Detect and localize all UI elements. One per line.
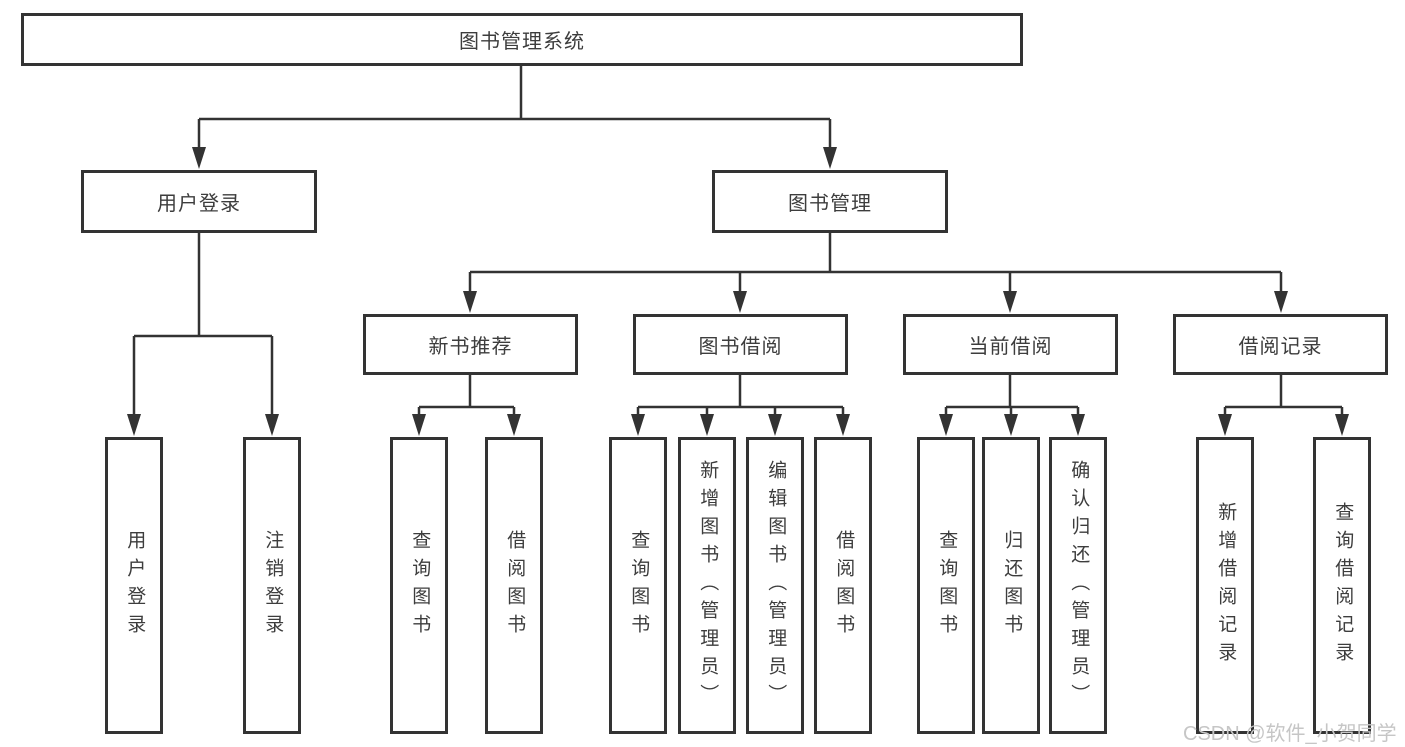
leaf-add-book-admin-label: 新增图书（管理员） <box>697 459 719 712</box>
node-book-borrow: 图书借阅 <box>633 314 848 375</box>
leaf-query-borrow-record-label: 查询借阅记录 <box>1332 501 1354 670</box>
node-book-management: 图书管理 <box>712 170 948 233</box>
leaf-newbooks-query-books-label: 查询图书 <box>409 529 431 642</box>
node-borrow-records-label: 借阅记录 <box>1238 336 1323 358</box>
watermark: CSDN @软件_小贺同学 <box>1183 717 1397 746</box>
leaf-user-login-label: 用户登录 <box>124 529 146 642</box>
leaf-add-borrow-record-label: 新增借阅记录 <box>1215 501 1237 670</box>
leaf-borrow-query-books-label: 查询图书 <box>628 529 650 642</box>
leaf-query-borrow-record: 查询借阅记录 <box>1313 437 1371 734</box>
leaf-logout-label: 注销登录 <box>262 529 284 642</box>
leaf-return-books-label: 归还图书 <box>1001 529 1023 642</box>
leaf-newbooks-borrow-books: 借阅图书 <box>485 437 543 734</box>
leaf-edit-book-admin: 编辑图书（管理员） <box>746 437 804 734</box>
leaf-borrow-query-books: 查询图书 <box>609 437 667 734</box>
leaf-current-query-books: 查询图书 <box>917 437 975 734</box>
node-current-borrow-label: 当前借阅 <box>968 336 1053 358</box>
leaf-confirm-return-admin-label: 确认归还（管理员） <box>1068 459 1090 712</box>
leaf-logout: 注销登录 <box>243 437 301 734</box>
leaf-borrow-borrow-books-label: 借阅图书 <box>833 529 855 642</box>
leaf-return-books: 归还图书 <box>982 437 1040 734</box>
leaf-user-login: 用户登录 <box>105 437 163 734</box>
leaf-confirm-return-admin: 确认归还（管理员） <box>1049 437 1107 734</box>
node-root-system-label: 图书管理系统 <box>459 31 585 53</box>
node-new-book-recommend: 新书推荐 <box>363 314 578 375</box>
node-root-system: 图书管理系统 <box>21 13 1023 66</box>
leaf-current-query-books-label: 查询图书 <box>936 529 958 642</box>
leaf-add-book-admin: 新增图书（管理员） <box>678 437 736 734</box>
node-book-management-label: 图书管理 <box>788 193 872 215</box>
watermark-text: CSDN @软件_小贺同学 <box>1183 723 1397 745</box>
leaf-edit-book-admin-label: 编辑图书（管理员） <box>765 459 787 712</box>
leaf-newbooks-query-books: 查询图书 <box>390 437 448 734</box>
leaf-borrow-borrow-books: 借阅图书 <box>814 437 872 734</box>
node-user-login: 用户登录 <box>81 170 317 233</box>
leaf-add-borrow-record: 新增借阅记录 <box>1196 437 1254 734</box>
node-current-borrow: 当前借阅 <box>903 314 1118 375</box>
node-book-borrow-label: 图书借阅 <box>698 336 783 358</box>
node-user-login-label: 用户登录 <box>157 193 241 215</box>
node-new-book-recommend-label: 新书推荐 <box>428 336 513 358</box>
node-borrow-records: 借阅记录 <box>1173 314 1388 375</box>
leaf-newbooks-borrow-books-label: 借阅图书 <box>504 529 526 642</box>
